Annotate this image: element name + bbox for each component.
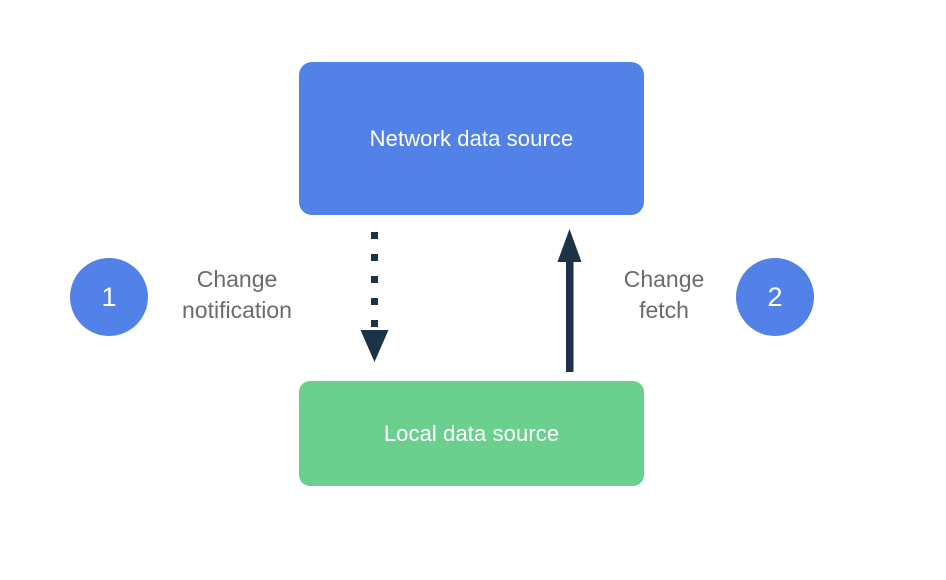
step-badge-1[interactable]: 1: [70, 258, 148, 336]
node-local-data-source-label: Local data source: [383, 421, 560, 446]
node-network-data-source[interactable]: Network data source: [299, 62, 644, 215]
change-notification-arrow-icon: [360, 232, 389, 362]
change-fetch-arrow-icon: [557, 229, 582, 372]
step-badge-2[interactable]: 2: [736, 258, 814, 336]
edge-label-change-fetch: Change fetch: [623, 266, 705, 323]
edge-label-change-notification: Change notification: [182, 266, 292, 323]
step-badge-2-number: 2: [767, 281, 783, 312]
step-badge-1-number: 1: [101, 281, 117, 312]
node-network-data-source-label: Network data source: [369, 126, 574, 151]
node-local-data-source[interactable]: Local data source: [299, 381, 644, 486]
